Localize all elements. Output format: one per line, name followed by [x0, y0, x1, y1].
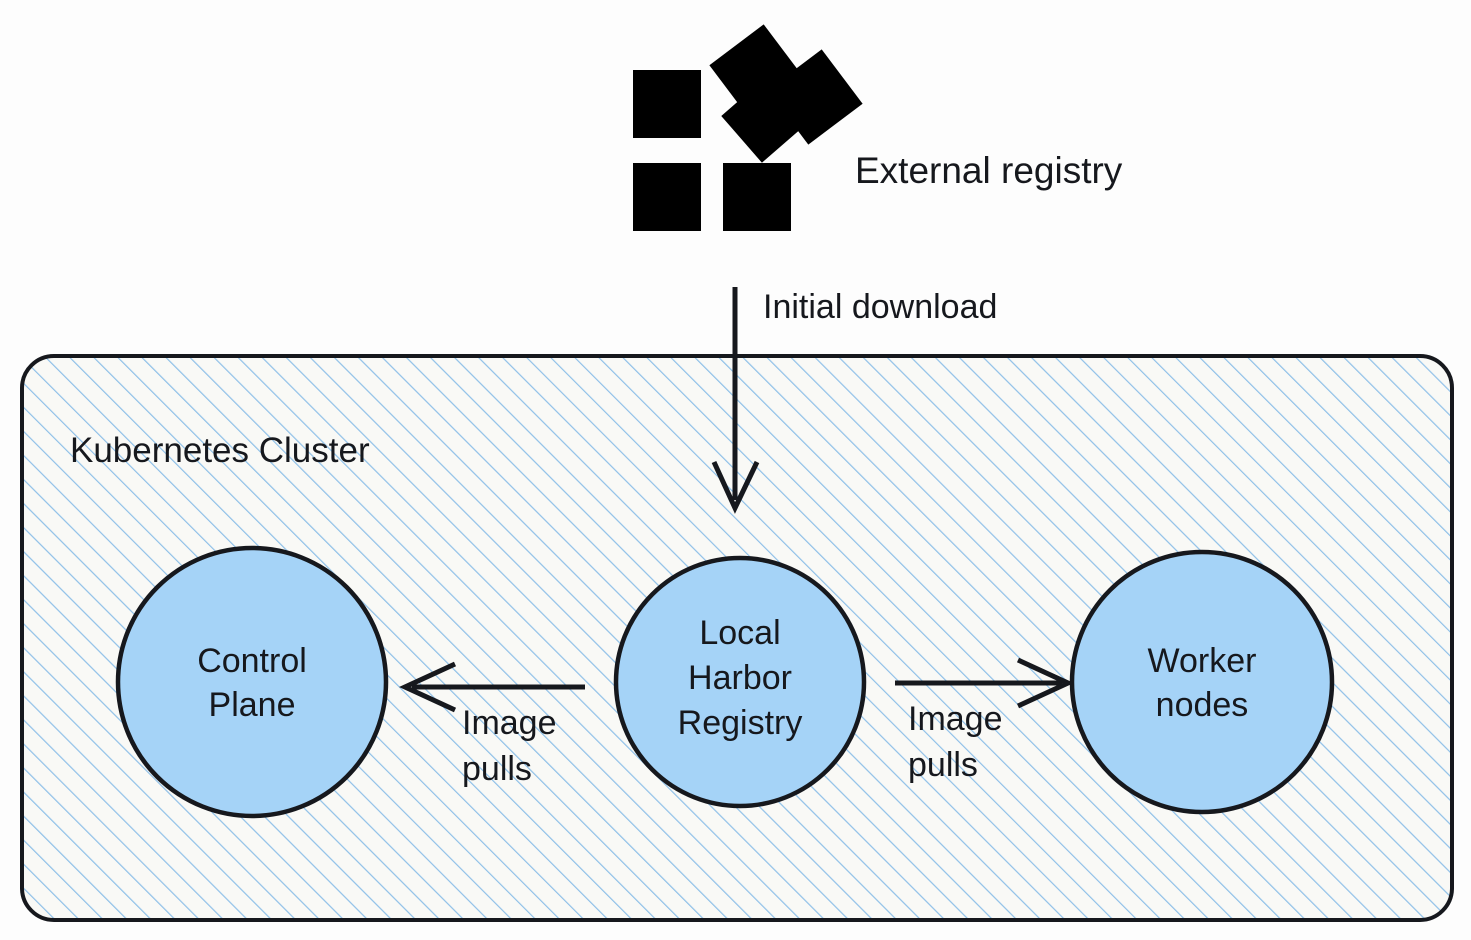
control-plane-circle[interactable] [115, 545, 389, 819]
harbor-label-line-1: Local [699, 614, 780, 652]
edge-label-image-pulls-left-line-1: Image [462, 704, 557, 742]
edge-label-image-pulls-right-line-2: pulls [908, 746, 978, 784]
external-registry-label: External registry [855, 150, 1123, 191]
edge-harbor-to-worker-nodes: Image pulls [895, 657, 1074, 784]
worker-nodes-label-line-1: Worker [1148, 642, 1257, 680]
edge-harbor-to-control-plane: Image pulls [399, 661, 585, 788]
worker-nodes-label-line-2: nodes [1156, 686, 1249, 724]
harbor-registry-circle[interactable] [613, 555, 867, 809]
registry-blocks-icon [633, 24, 863, 231]
control-plane-label-line-1: Control [197, 642, 307, 680]
edge-label-initial-download: Initial download [763, 288, 997, 326]
node-control-plane[interactable]: Control Plane [115, 545, 389, 819]
harbor-label-line-3: Registry [678, 704, 803, 742]
edge-label-image-pulls-right-line-1: Image [908, 700, 1003, 738]
node-worker-nodes[interactable]: Worker nodes [1069, 549, 1335, 815]
edge-external-to-harbor: Initial download [711, 287, 997, 514]
worker-nodes-circle[interactable] [1069, 549, 1335, 815]
cluster-label: Kubernetes Cluster [70, 431, 370, 470]
edge-label-image-pulls-left-line-2: pulls [462, 750, 532, 788]
harbor-label-line-2: Harbor [688, 659, 792, 697]
control-plane-label-line-2: Plane [209, 686, 296, 724]
node-local-harbor-registry[interactable]: Local Harbor Registry [613, 555, 867, 809]
